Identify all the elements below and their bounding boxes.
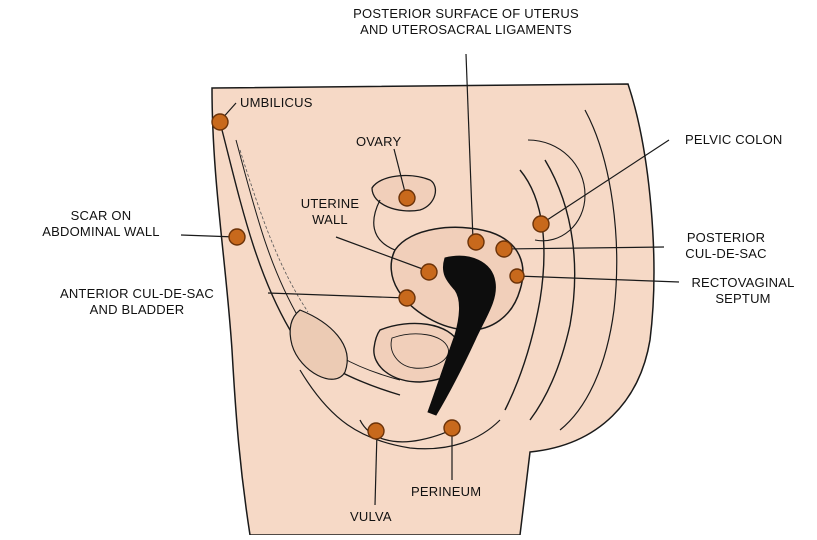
label-posterior-cul-de-sac: POSTERIOR CUL-DE-SAC <box>666 230 786 262</box>
site-marker-rectovaginal <box>510 269 524 283</box>
label-ovary: OVARY <box>356 134 401 150</box>
label-uterine-wall: UTERINE WALL <box>284 196 376 228</box>
label-rectovaginal-septum: RECTOVAGINAL SEPTUM <box>678 275 808 307</box>
label-anterior-cul-de-sac: ANTERIOR CUL-DE-SAC AND BLADDER <box>6 286 268 318</box>
site-marker-perineum <box>444 420 460 436</box>
site-marker-uterine-wall <box>421 264 437 280</box>
site-marker-vulva <box>368 423 384 439</box>
label-posterior-surface: POSTERIOR SURFACE OF UTERUS AND UTEROSAC… <box>318 6 614 38</box>
label-vulva: VULVA <box>350 509 392 525</box>
label-umbilicus: UMBILICUS <box>240 95 313 111</box>
site-marker-umbilicus <box>212 114 228 130</box>
label-pelvic-colon: PELVIC COLON <box>685 132 783 148</box>
site-marker-pelvic-colon <box>533 216 549 232</box>
site-marker-anterior-cul-de-sac <box>399 290 415 306</box>
label-scar-abdominal-wall: SCAR ON ABDOMINAL WALL <box>26 208 176 240</box>
site-marker-scar <box>229 229 245 245</box>
site-marker-ovary <box>399 190 415 206</box>
site-marker-posterior-surface <box>468 234 484 250</box>
label-perineum: PERINEUM <box>411 484 481 500</box>
site-marker-posterior-cul-de-sac <box>496 241 512 257</box>
